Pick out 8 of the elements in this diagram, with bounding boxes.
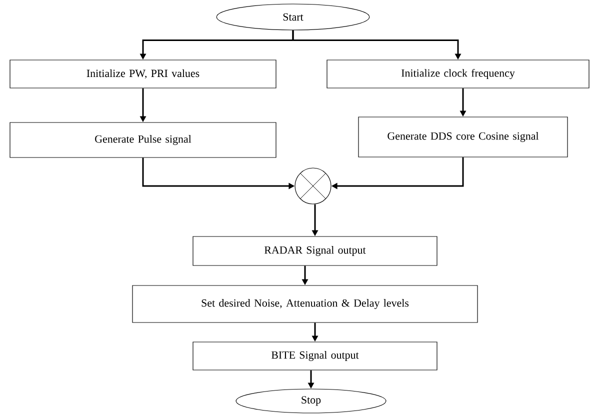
- process-box: BITE Signal output: [192, 342, 438, 370]
- process-box: Set desired Noise, Attenuation & Delay levels: [132, 285, 478, 323]
- process-box: Initialize clock frequency: [326, 60, 590, 88]
- process-box: Generate Pulse signal: [10, 122, 276, 158]
- process-box: RADAR Signal output: [192, 236, 438, 266]
- mixer-circle: [294, 168, 332, 204]
- process-box: Initialize PW, PRI values: [10, 60, 276, 88]
- process-box: Generate DDS core Cosine signal: [358, 116, 568, 158]
